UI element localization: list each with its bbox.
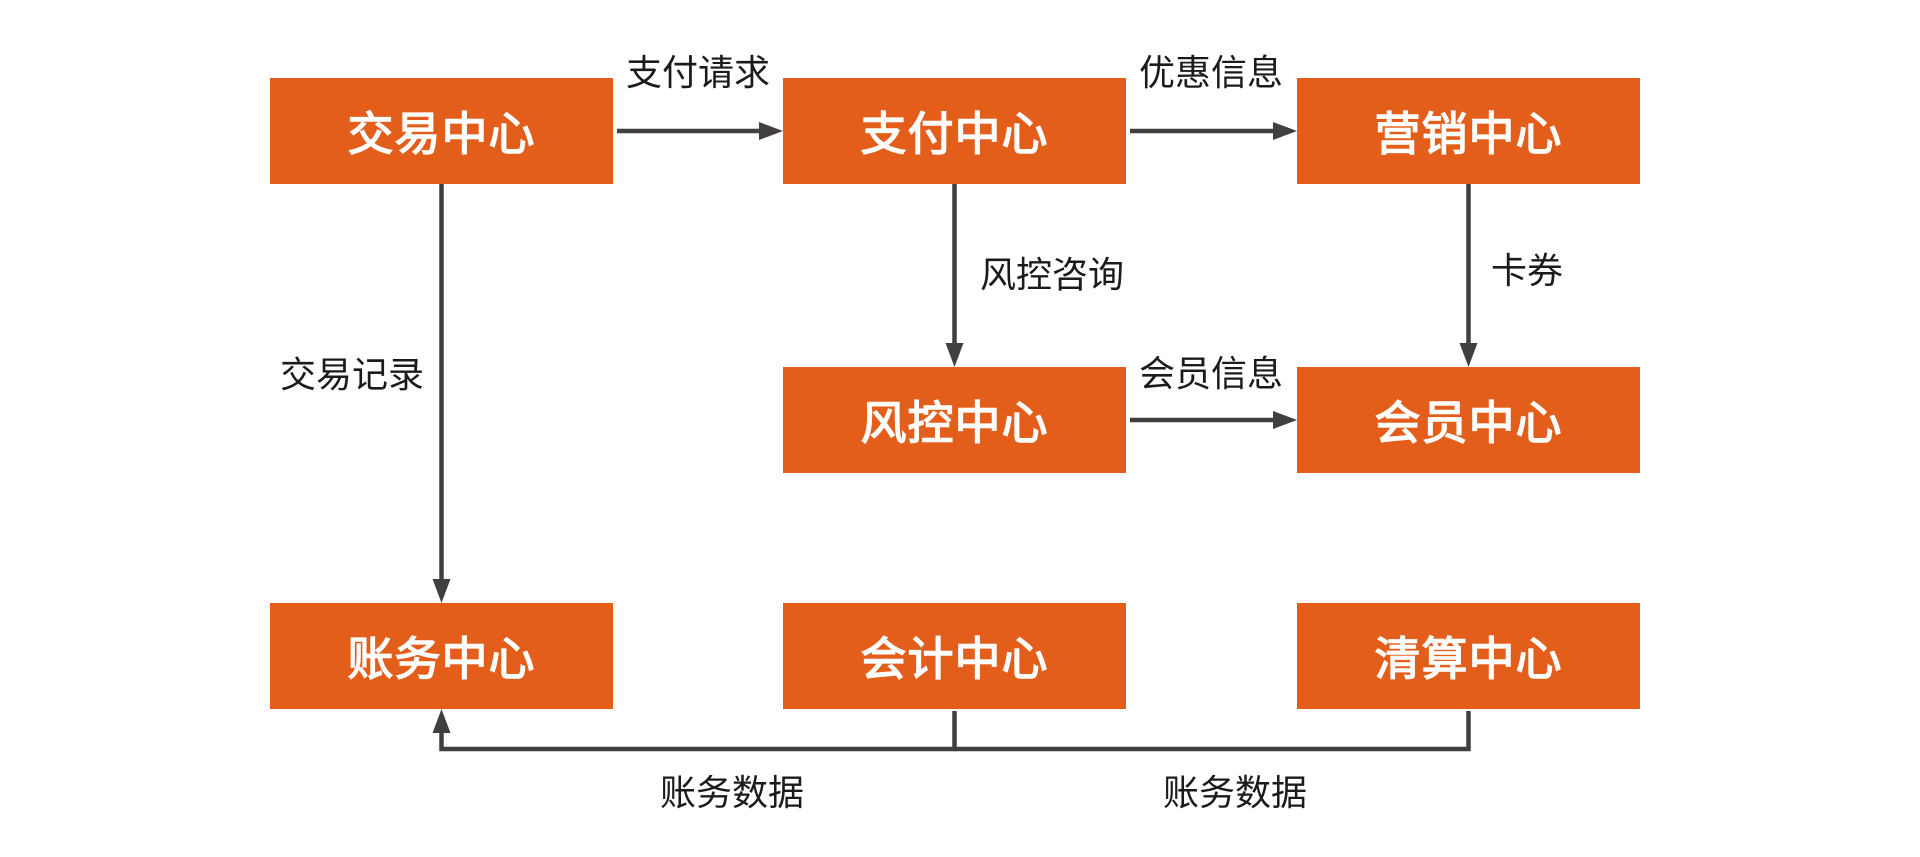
node-marketing-center: 营销中心 — [1297, 78, 1640, 184]
node-trade-center: 交易中心 — [270, 78, 613, 184]
edge-accounting-to-billing — [432, 709, 957, 752]
node-billing-center: 账务中心 — [270, 603, 613, 709]
edge-label-card-coupon: 卡券 — [1490, 250, 1564, 291]
node-accounting-center: 会计中心 — [783, 603, 1126, 709]
node-payment-center: 支付中心 — [783, 78, 1126, 184]
node-member-center: 会员中心 — [1297, 367, 1640, 473]
edge-label-risk-consult: 风控咨询 — [979, 254, 1125, 295]
edge-label-promo-info: 优惠信息 — [1138, 52, 1284, 93]
edge-label-billing-data-right: 账务数据 — [1162, 772, 1308, 813]
edge-label-payment-request: 支付请求 — [625, 52, 771, 93]
edge-label-trade-record: 交易记录 — [279, 354, 425, 395]
edge-label-member-info: 会员信息 — [1138, 353, 1284, 394]
node-clearing-center: 清算中心 — [1297, 603, 1640, 709]
node-risk-control-center: 风控中心 — [783, 367, 1126, 473]
edge-label-billing-data-left: 账务数据 — [659, 772, 805, 813]
edge-clearing-to-billing — [954, 711, 1471, 752]
